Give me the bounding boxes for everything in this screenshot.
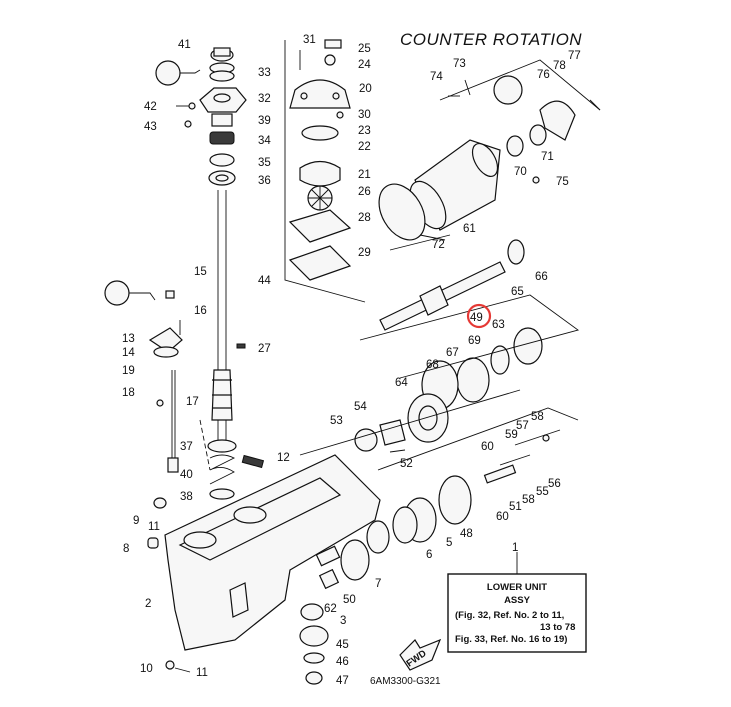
part-number-70[interactable]: 70 bbox=[514, 166, 527, 178]
part-number-28[interactable]: 28 bbox=[358, 212, 371, 224]
part-number-49[interactable]: 49 bbox=[470, 312, 483, 324]
part-number-60-alt[interactable]: 60 bbox=[496, 511, 509, 523]
part-number-44[interactable]: 44 bbox=[258, 275, 271, 287]
part-number-71[interactable]: 71 bbox=[541, 151, 554, 163]
part-number-33[interactable]: 33 bbox=[258, 67, 271, 79]
part-number-40[interactable]: 40 bbox=[180, 469, 193, 481]
part-number-52[interactable]: 52 bbox=[400, 458, 413, 470]
assembly-line4: 13 to 78 bbox=[540, 622, 575, 633]
part-number-76[interactable]: 76 bbox=[537, 69, 550, 81]
part-number-labels: 2356789101112131415161718192021222324252… bbox=[122, 34, 581, 687]
part-number-35[interactable]: 35 bbox=[258, 157, 271, 169]
part-number-61[interactable]: 61 bbox=[463, 223, 476, 235]
assembly-line3: (Fig. 32, Ref. No. 2 to 11, bbox=[455, 610, 564, 621]
part-number-37[interactable]: 37 bbox=[180, 441, 193, 453]
assembly-ref-number: 1 bbox=[512, 542, 518, 554]
part-number-2[interactable]: 2 bbox=[145, 598, 151, 610]
part-number-31[interactable]: 31 bbox=[303, 34, 316, 46]
part-number-54[interactable]: 54 bbox=[354, 401, 367, 413]
part-number-24[interactable]: 24 bbox=[358, 59, 371, 71]
part-number-11[interactable]: 11 bbox=[148, 521, 160, 533]
part-number-41[interactable]: 41 bbox=[178, 39, 191, 51]
part-number-73[interactable]: 73 bbox=[453, 58, 466, 70]
part-number-30[interactable]: 30 bbox=[358, 109, 371, 121]
part-number-60[interactable]: 60 bbox=[481, 441, 494, 453]
lower-case-group: FWD bbox=[147, 454, 442, 685]
part-number-78[interactable]: 78 bbox=[553, 60, 566, 72]
part-number-14[interactable]: 14 bbox=[122, 347, 135, 359]
part-number-36[interactable]: 36 bbox=[258, 175, 271, 187]
part-number-63[interactable]: 63 bbox=[492, 319, 505, 331]
part-number-64[interactable]: 64 bbox=[395, 377, 408, 389]
assembly-line1: LOWER UNIT bbox=[487, 582, 547, 593]
part-number-58[interactable]: 58 bbox=[531, 411, 544, 423]
part-number-50[interactable]: 50 bbox=[343, 594, 356, 606]
part-number-75[interactable]: 75 bbox=[556, 176, 569, 188]
part-number-3[interactable]: 3 bbox=[340, 615, 346, 627]
part-number-46[interactable]: 46 bbox=[336, 656, 349, 668]
part-number-58-alt[interactable]: 58 bbox=[522, 494, 535, 506]
shift-rod-group bbox=[104, 280, 183, 473]
part-number-67[interactable]: 67 bbox=[446, 347, 459, 359]
part-number-5[interactable]: 5 bbox=[446, 537, 452, 549]
part-number-12[interactable]: 12 bbox=[277, 452, 290, 464]
part-number-9[interactable]: 9 bbox=[133, 515, 139, 527]
propeller-shaft-housing-group bbox=[378, 75, 601, 410]
part-number-34[interactable]: 34 bbox=[258, 135, 271, 147]
part-number-62[interactable]: 62 bbox=[324, 603, 337, 615]
part-number-29[interactable]: 29 bbox=[358, 247, 371, 259]
part-number-6[interactable]: 6 bbox=[426, 549, 432, 561]
water-pump-group bbox=[288, 39, 352, 281]
part-number-55[interactable]: 55 bbox=[536, 486, 549, 498]
part-number-8[interactable]: 8 bbox=[123, 543, 129, 555]
part-number-23[interactable]: 23 bbox=[358, 125, 371, 137]
part-number-57[interactable]: 57 bbox=[516, 420, 529, 432]
part-number-53[interactable]: 53 bbox=[330, 415, 343, 427]
assembly-box bbox=[447, 573, 587, 653]
part-number-72[interactable]: 72 bbox=[432, 239, 445, 251]
part-number-77[interactable]: 77 bbox=[568, 50, 581, 62]
part-number-66[interactable]: 66 bbox=[535, 271, 548, 283]
part-number-18[interactable]: 18 bbox=[122, 387, 135, 399]
part-number-56[interactable]: 56 bbox=[548, 478, 561, 490]
part-number-17[interactable]: 17 bbox=[186, 396, 199, 408]
part-number-20[interactable]: 20 bbox=[359, 83, 372, 95]
part-number-68[interactable]: 68 bbox=[426, 359, 439, 371]
drive-shaft-group bbox=[155, 47, 265, 500]
part-number-13[interactable]: 13 bbox=[122, 333, 135, 345]
part-number-15[interactable]: 15 bbox=[194, 266, 207, 278]
part-number-25[interactable]: 25 bbox=[358, 43, 371, 55]
part-number-21[interactable]: 21 bbox=[358, 169, 371, 181]
part-number-59[interactable]: 59 bbox=[505, 429, 518, 441]
part-number-74[interactable]: 74 bbox=[430, 71, 443, 83]
diagram-title: COUNTER ROTATION bbox=[400, 30, 582, 49]
part-number-22[interactable]: 22 bbox=[358, 141, 371, 153]
part-number-48[interactable]: 48 bbox=[460, 528, 473, 540]
part-number-43[interactable]: 43 bbox=[144, 121, 157, 133]
part-number-32[interactable]: 32 bbox=[258, 93, 271, 105]
group-outlines bbox=[199, 40, 601, 471]
part-number-26[interactable]: 26 bbox=[358, 186, 371, 198]
assembly-line2: ASSY bbox=[504, 595, 531, 606]
part-number-16[interactable]: 16 bbox=[194, 305, 207, 317]
highlight-circle bbox=[466, 303, 492, 329]
part-number-65[interactable]: 65 bbox=[511, 286, 524, 298]
part-number-42[interactable]: 42 bbox=[144, 101, 157, 113]
diagram-code: 6AM3300-G321 bbox=[370, 676, 441, 687]
part-number-45[interactable]: 45 bbox=[336, 639, 349, 651]
part-number-27[interactable]: 27 bbox=[258, 343, 271, 355]
part-number-7[interactable]: 7 bbox=[375, 578, 381, 590]
assembly-line5: Fig. 33, Ref. No. 16 to 19) bbox=[455, 634, 567, 645]
part-number-69[interactable]: 69 bbox=[468, 335, 481, 347]
part-number-38[interactable]: 38 bbox=[180, 491, 193, 503]
part-number-11-alt[interactable]: 11 bbox=[196, 667, 208, 679]
part-number-10[interactable]: 10 bbox=[140, 663, 153, 675]
part-number-51[interactable]: 51 bbox=[509, 501, 522, 513]
part-number-19[interactable]: 19 bbox=[122, 365, 135, 377]
part-number-47[interactable]: 47 bbox=[336, 675, 349, 687]
part-number-39[interactable]: 39 bbox=[258, 115, 271, 127]
